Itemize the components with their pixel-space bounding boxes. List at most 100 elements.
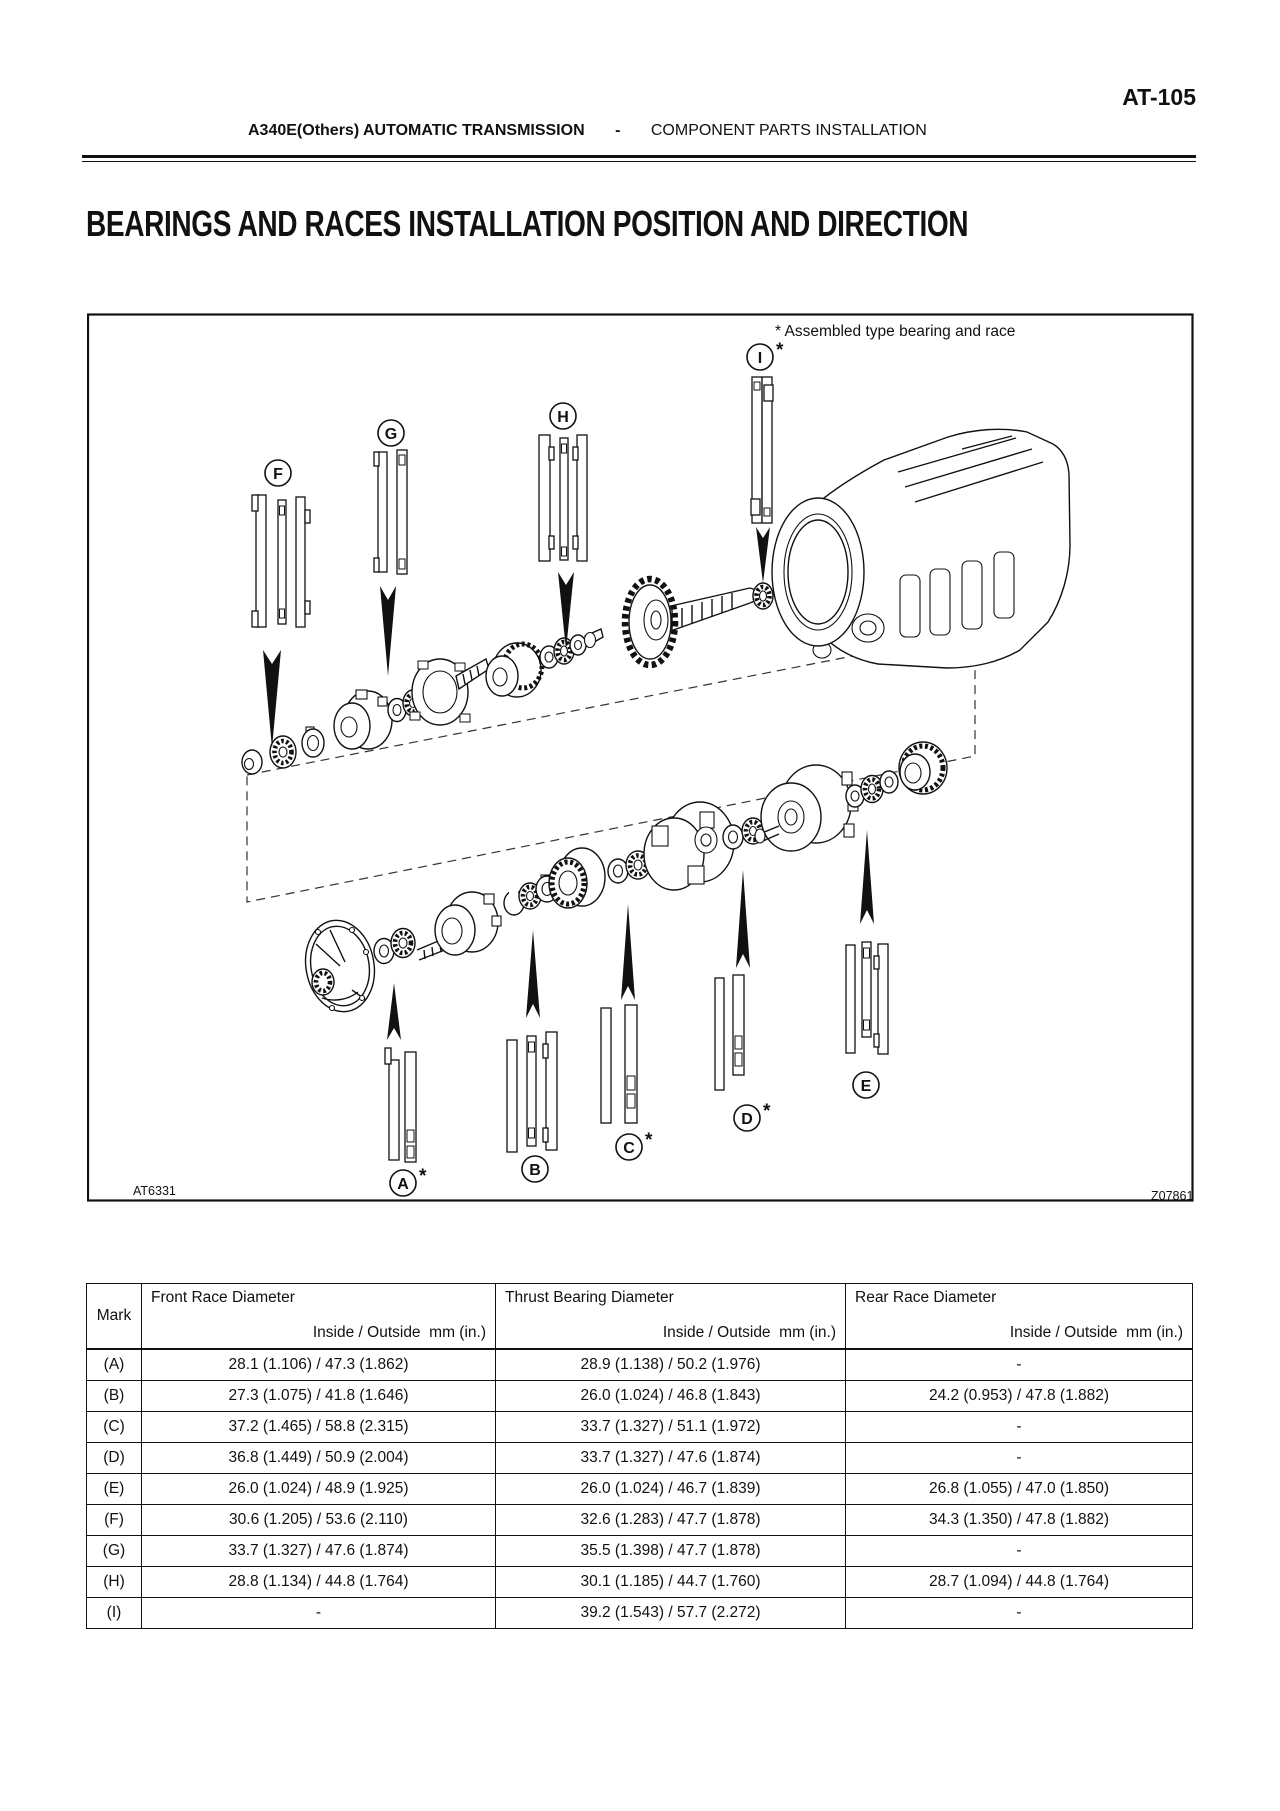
rear-race-value: -: [845, 1411, 1193, 1443]
race-group-b: [506, 1031, 558, 1153]
splined-hub-drum: [898, 741, 948, 795]
gear-train-assembly: [304, 741, 948, 1013]
thrust-bearing-value: 32.6 (1.283) / 47.7 (1.878): [495, 1504, 846, 1536]
rear-washers: [845, 770, 899, 808]
rear-race-header: Rear Race Diameter: [855, 1289, 997, 1306]
table-row: (C) 37.2 (1.465) / 58.8 (2.315) 33.7 (1.…: [86, 1411, 1193, 1443]
race-group-c: [600, 1004, 638, 1124]
rear-race-value: 26.8 (1.055) / 47.0 (1.850): [845, 1473, 1193, 1505]
race-group-a: [384, 1047, 417, 1163]
figure-note: * Assembled type bearing and race: [775, 323, 1015, 340]
table-row: (A) 28.1 (1.106) / 47.3 (1.862) 28.9 (1.…: [86, 1348, 1193, 1381]
table-row: (G) 33.7 (1.327) / 47.6 (1.874) 35.5 (1.…: [86, 1535, 1193, 1567]
callout-i-star: *: [776, 340, 784, 361]
header-rule-thin: [82, 161, 1196, 162]
callout-b: B: [521, 1155, 549, 1183]
transmission-case: [771, 428, 1071, 669]
table-header-row: Mark Front Race Diameter Inside / Outsid…: [86, 1283, 1193, 1350]
header-chapter-title: COMPONENT PARTS INSTALLATION: [650, 122, 927, 139]
svg-text:I: I: [758, 350, 762, 367]
oil-pump: [304, 919, 376, 1013]
figure-drawing-number: AT6331: [133, 1184, 176, 1198]
thrust-bearing-value: 35.5 (1.398) / 47.7 (1.878): [495, 1535, 846, 1567]
rear-race-value: 28.7 (1.094) / 44.8 (1.764): [845, 1566, 1193, 1598]
mark-column-header: Mark: [96, 1307, 132, 1324]
rear-race-value: -: [845, 1442, 1193, 1474]
callout-h: H: [549, 402, 577, 430]
install-arrow-h: [558, 572, 574, 650]
exploded-view-figure: * Assembled type bearing and race AT6331…: [86, 313, 1194, 1203]
front-race-value: 37.2 (1.465) / 58.8 (2.315): [141, 1411, 496, 1443]
upper-right-washers: [539, 628, 604, 669]
mark-cell: (C): [86, 1411, 142, 1443]
svg-text:B: B: [529, 1162, 541, 1179]
race-group-e: [845, 941, 889, 1055]
rear-race-value: 34.3 (1.350) / 47.8 (1.882): [845, 1504, 1193, 1536]
svg-text:F: F: [273, 466, 283, 483]
header-rule-thick: [82, 155, 1196, 158]
callout-c-star: *: [645, 1130, 653, 1151]
ring-gear: [548, 847, 606, 909]
overdrive-planetary-drum: [333, 689, 393, 750]
front-race-value: 36.8 (1.449) / 50.9 (2.004): [141, 1442, 496, 1474]
rear-race-subheader: Inside / Outside mm (in.): [1009, 1324, 1183, 1341]
front-race-header: Front Race Diameter: [151, 1289, 295, 1306]
install-arrow-c: [621, 904, 635, 1000]
rear-race-value: -: [845, 1597, 1193, 1629]
thrust-washers-and-bearings-upper: [241, 726, 325, 775]
figure-print-code: Z07861: [1151, 1189, 1193, 1202]
thrust-bearing-value: 30.1 (1.185) / 44.7 (1.760): [495, 1566, 846, 1598]
mark-cell: (I): [86, 1597, 142, 1629]
race-group-g: [373, 449, 408, 575]
callout-d: D *: [733, 1101, 771, 1132]
install-arrow-g: [380, 586, 396, 676]
install-arrow-b: [526, 930, 540, 1018]
direct-clutch-drum-upper: [485, 641, 545, 698]
bearing-race-diameter-table: Mark Front Race Diameter Inside / Outsid…: [86, 1283, 1193, 1629]
front-race-value: 30.6 (1.205) / 53.6 (2.110): [141, 1504, 496, 1536]
mark-cell: (A): [86, 1348, 142, 1381]
table-row: (D) 36.8 (1.449) / 50.9 (2.004) 33.7 (1.…: [86, 1442, 1193, 1474]
header-section-title: A340E(Others) AUTOMATIC TRANSMISSION: [248, 122, 585, 139]
parking-gear: [621, 575, 679, 669]
thrust-bearing-value: 33.7 (1.327) / 51.1 (1.972): [495, 1411, 846, 1443]
svg-text:G: G: [385, 426, 397, 443]
svg-text:A: A: [397, 1176, 409, 1193]
callout-c: C *: [615, 1130, 653, 1161]
pump-washers: [373, 927, 416, 965]
race-group-f: [251, 494, 311, 628]
front-race-value: -: [141, 1597, 496, 1629]
figure-svg: * Assembled type bearing and race AT6331…: [86, 313, 1194, 1203]
front-clutch-drum: [754, 764, 859, 852]
shaft-tip-bearing: [752, 582, 774, 610]
thrust-bearing-value: 33.7 (1.327) / 47.6 (1.874): [495, 1442, 846, 1474]
mark-cell: (B): [86, 1380, 142, 1412]
rear-race-value: 24.2 (0.953) / 47.8 (1.882): [845, 1380, 1193, 1412]
planetary-carrier: [643, 801, 735, 891]
callout-e: E: [852, 1071, 880, 1099]
mark-cell: (H): [86, 1566, 142, 1598]
thrust-bearing-value: 28.9 (1.138) / 50.2 (1.976): [495, 1348, 846, 1381]
running-header: A340E(Others) AUTOMATIC TRANSMISSION - C…: [248, 122, 1208, 140]
mark-cell: (G): [86, 1535, 142, 1567]
race-group-i: [750, 376, 774, 524]
table-row: (I) - 39.2 (1.543) / 57.7 (2.272) -: [86, 1597, 1193, 1629]
rear-race-value: -: [845, 1535, 1193, 1567]
svg-text:E: E: [861, 1078, 872, 1095]
thrust-bearing-value: 39.2 (1.543) / 57.7 (2.272): [495, 1597, 846, 1629]
header-separator: -: [615, 122, 621, 139]
front-race-value: 28.8 (1.134) / 44.8 (1.764): [141, 1566, 496, 1598]
callout-i: I *: [746, 340, 784, 371]
install-arrow-e: [860, 830, 874, 924]
install-arrow-d: [736, 870, 750, 968]
front-race-value: 26.0 (1.024) / 48.9 (1.925): [141, 1473, 496, 1505]
install-arrow-i: [756, 527, 770, 583]
overdrive-input-drum: [416, 891, 502, 961]
svg-text:H: H: [557, 409, 569, 426]
table-row: (H) 28.8 (1.134) / 44.8 (1.764) 30.1 (1.…: [86, 1566, 1193, 1598]
output-shaft-assembly: [241, 575, 774, 775]
rear-race-value: -: [845, 1348, 1193, 1381]
table-row: (E) 26.0 (1.024) / 48.9 (1.925) 26.0 (1.…: [86, 1473, 1193, 1505]
page-number: AT-105: [1122, 84, 1196, 110]
